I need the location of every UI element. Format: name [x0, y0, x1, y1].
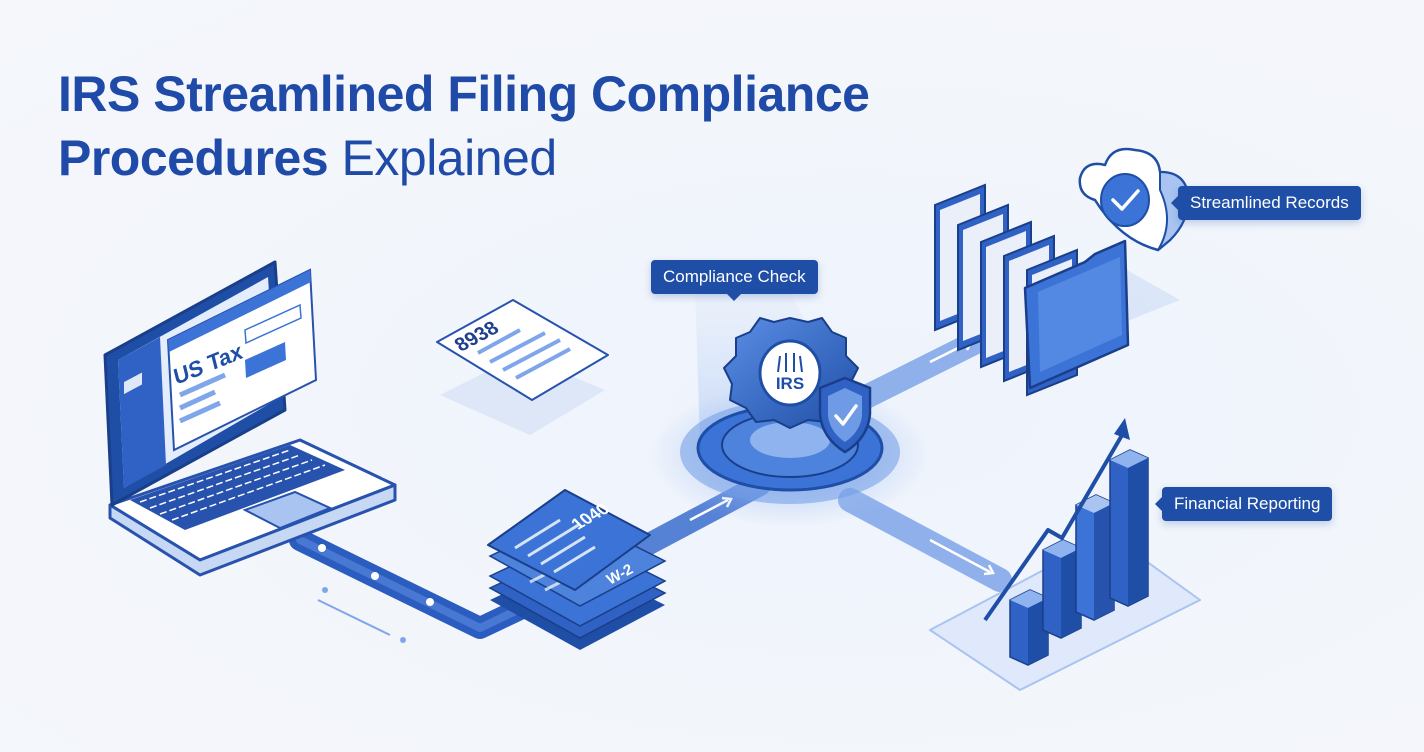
laptop-icon: US Tax	[105, 262, 395, 575]
streamlined-records-callout: Streamlined Records	[1178, 186, 1361, 220]
compliance-check-callout: Compliance Check	[651, 260, 818, 294]
irs-logo-text: IRS	[776, 374, 804, 393]
form-8938-document: 8938	[437, 300, 608, 435]
financial-reporting-callout: Financial Reporting	[1162, 487, 1332, 521]
compliance-hub: IRS	[650, 290, 930, 527]
document-stack-icon: W-2 1040	[488, 490, 665, 650]
